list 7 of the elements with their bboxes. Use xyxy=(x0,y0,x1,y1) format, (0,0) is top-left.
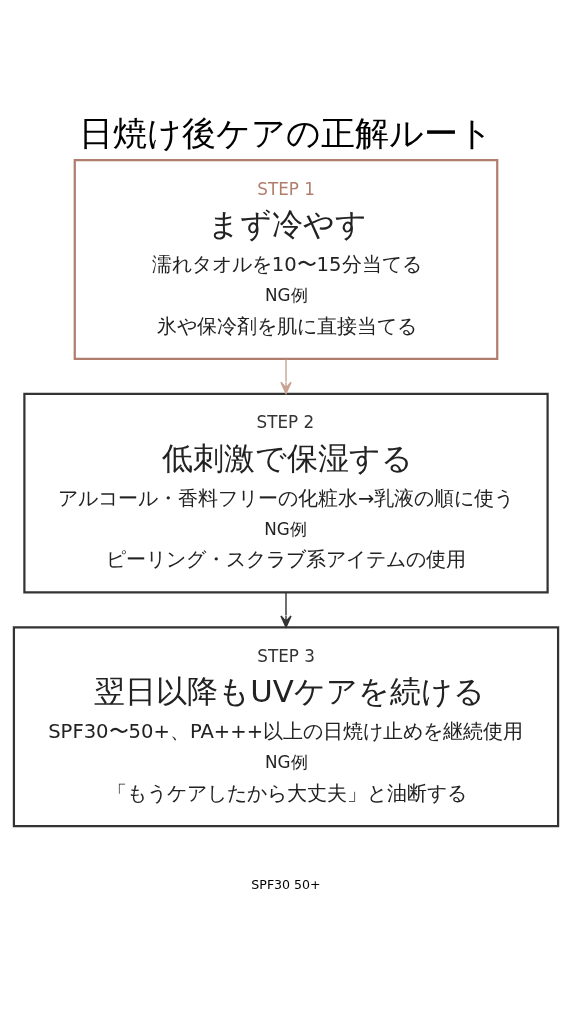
label: SPF30 50+ xyxy=(251,877,321,893)
arrow xyxy=(280,358,292,395)
node-box: STEP 1 まず冷やす 濡れタオルを10〜15分当てる NG例 氷や保冷剤を肌に直接当てる xyxy=(73,159,499,360)
node-box: STEP 3 翌日以降もUVケアを続ける SPF30〜50+、PA+++以上の日焼け止めを継続使用 NG例 「もうケアしたから大丈夫」と油断する xyxy=(12,626,560,828)
node-box: STEP 2 低刺激で保湿する アルコール・香料フリーの化粧水→乳液の順に使う NG例 ピーリング・スクラブ系アイテムの使用 xyxy=(23,392,549,594)
arrow xyxy=(280,592,292,628)
diagram-title: 日焼け後ケアの正解ルート xyxy=(79,114,493,154)
